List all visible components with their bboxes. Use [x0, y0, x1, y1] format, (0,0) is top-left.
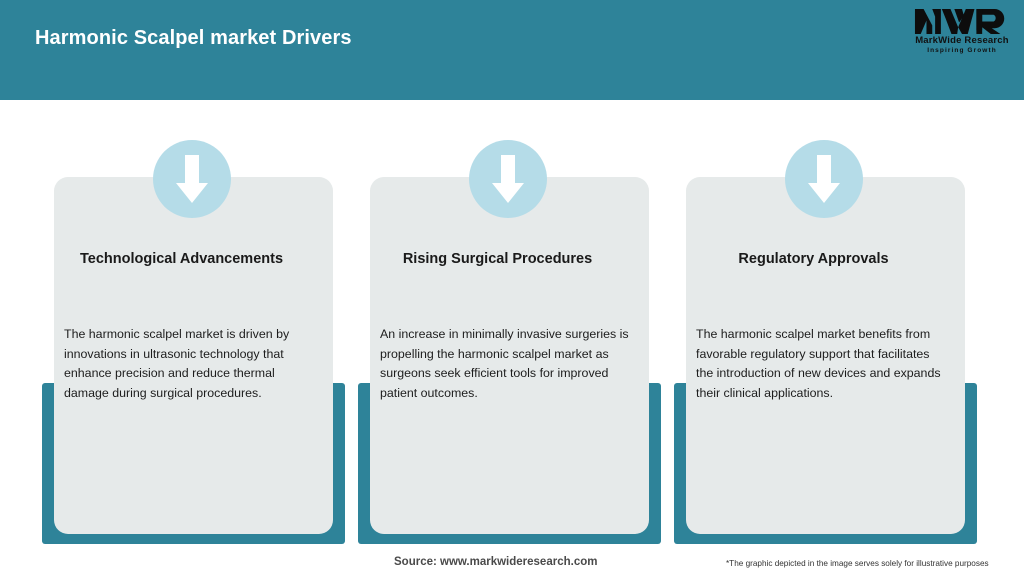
mwr-logo-icon — [914, 9, 1005, 34]
driver-card-3[interactable]: Regulatory Approvals The harmonic scalpe… — [674, 140, 977, 544]
brand-logo: MarkWide Research Inspiring Growth — [914, 6, 1010, 58]
card-body-text: The harmonic scalpel market benefits fro… — [696, 327, 941, 400]
card-surface — [686, 177, 965, 534]
logo-tagline: Inspiring Growth — [927, 47, 997, 54]
arrow-down-icon — [176, 155, 208, 203]
card-body-text: The harmonic scalpel market is driven by… — [64, 327, 290, 400]
arrow-down-icon — [808, 155, 840, 203]
card-surface — [54, 177, 333, 534]
page-title: Harmonic Scalpel market Drivers — [35, 27, 352, 49]
logo-company-name: MarkWide Research — [915, 35, 1009, 46]
header-bar: Harmonic Scalpel market Drivers MarkWide… — [0, 0, 1024, 100]
driver-card-1[interactable]: Technological Advancements The harmonic … — [42, 140, 345, 544]
disclaimer-note: *The graphic depicted in the image serve… — [726, 559, 989, 568]
source-label: Source: www.markwideresearch.com — [394, 556, 598, 568]
driver-card-2[interactable]: Rising Surgical Procedures An increase i… — [358, 140, 661, 544]
arrow-down-icon — [492, 155, 524, 203]
card-title: Technological Advancements — [79, 251, 284, 267]
card-title: Regulatory Approvals — [738, 251, 889, 267]
card-body-text: An increase in minimally invasive surger… — [380, 327, 629, 400]
card-title: Rising Surgical Procedures — [402, 251, 593, 267]
card-surface — [370, 177, 649, 534]
